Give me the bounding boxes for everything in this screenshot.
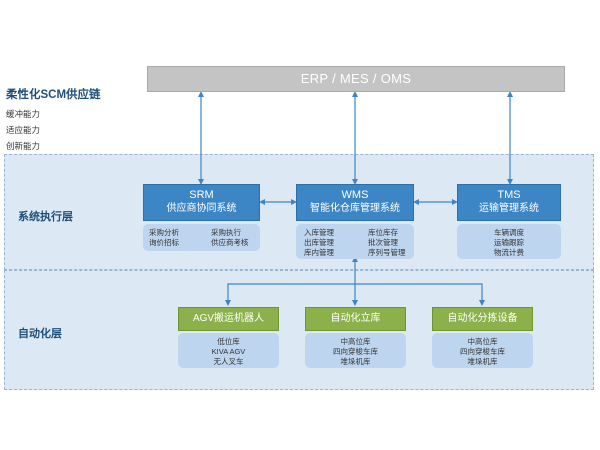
wms-subtitle: 智能化仓库管理系统 [310,203,400,214]
scm-item-innovate: 创新能力 [6,141,41,151]
scm-title: 柔性化SCM供应链 [6,89,101,101]
tms-title: TMS [497,189,521,201]
tms-subtitle: 运输管理系统 [479,203,539,214]
tms-detail-box: 车辆调度 运输跟踪 物流计费 [457,224,561,259]
agv-header: AGV搬运机器人 [178,307,279,331]
wms-item: 出库管理 [304,238,334,247]
agv-arrowhead [225,300,231,306]
warehouse-item: 中高位库 [340,337,371,346]
wms-header: WMS 智能化仓库管理系统 [296,184,414,221]
wms-item: 库位库存 [368,228,398,237]
wms-item: 库内管理 [304,248,334,257]
agv-item: 无人叉车 [213,357,244,366]
tms-item: 物流计费 [494,248,524,257]
srm-detail-box: 采购分析 询价招标 采购执行 供应商考核 [143,224,260,251]
scm-item-adapt: 适应能力 [6,125,41,135]
warehouse-item: 四向穿梭车库 [333,347,378,356]
srm-subtitle: 供应商协同系统 [166,203,237,214]
erp-mes-oms-bar: ERP / MES / OMS [147,66,565,92]
agv-item: 低位库 [217,337,240,346]
wms-detail-box: 入库管理 出库管理 库内管理 库位库存 批次管理 序列号管理 [296,224,414,259]
sorting-item: 中高位库 [467,337,498,346]
tms-item: 运输跟踪 [494,238,524,247]
wms-item: 序列号管理 [368,248,406,257]
srm-header: SRM 供应商协同系统 [143,184,260,221]
sorting-detail-box: 中高位库 四向穿梭车库 堆垛机库 [432,333,533,368]
warehouse-detail-box: 中高位库 四向穿梭车库 堆垛机库 [305,333,406,368]
tms-item: 车辆调度 [494,228,524,237]
warehouse-header: 自动化立库 [305,307,406,331]
srm-item: 采购分析 [149,228,179,237]
execution-layer-label: 系统执行层 [18,211,73,223]
wms-item: 批次管理 [368,238,398,247]
sorting-item: 堆垛机库 [467,357,498,366]
sorting-header: 自动化分拣设备 [432,307,533,331]
sorting-item: 四向穿梭车库 [460,347,505,356]
sorting-arrowhead [479,300,485,306]
wms-item: 入库管理 [304,228,334,237]
warehouse-item: 堆垛机库 [340,357,371,366]
tms-header: TMS 运输管理系统 [457,184,561,221]
agv-item: KIVA AGV [211,347,246,356]
agv-detail-box: 低位库 KIVA AGV 无人叉车 [178,333,279,368]
wms-title: WMS [341,189,369,201]
automation-layer-label: 自动化层 [18,328,62,340]
srm-item: 采购执行 [211,228,241,237]
srm-item: 询价招标 [149,238,179,247]
warehouse-arrowhead [352,300,358,306]
scm-item-buffer: 缓冲能力 [6,109,41,119]
srm-title: SRM [189,189,214,201]
srm-item: 供应商考核 [211,238,249,247]
